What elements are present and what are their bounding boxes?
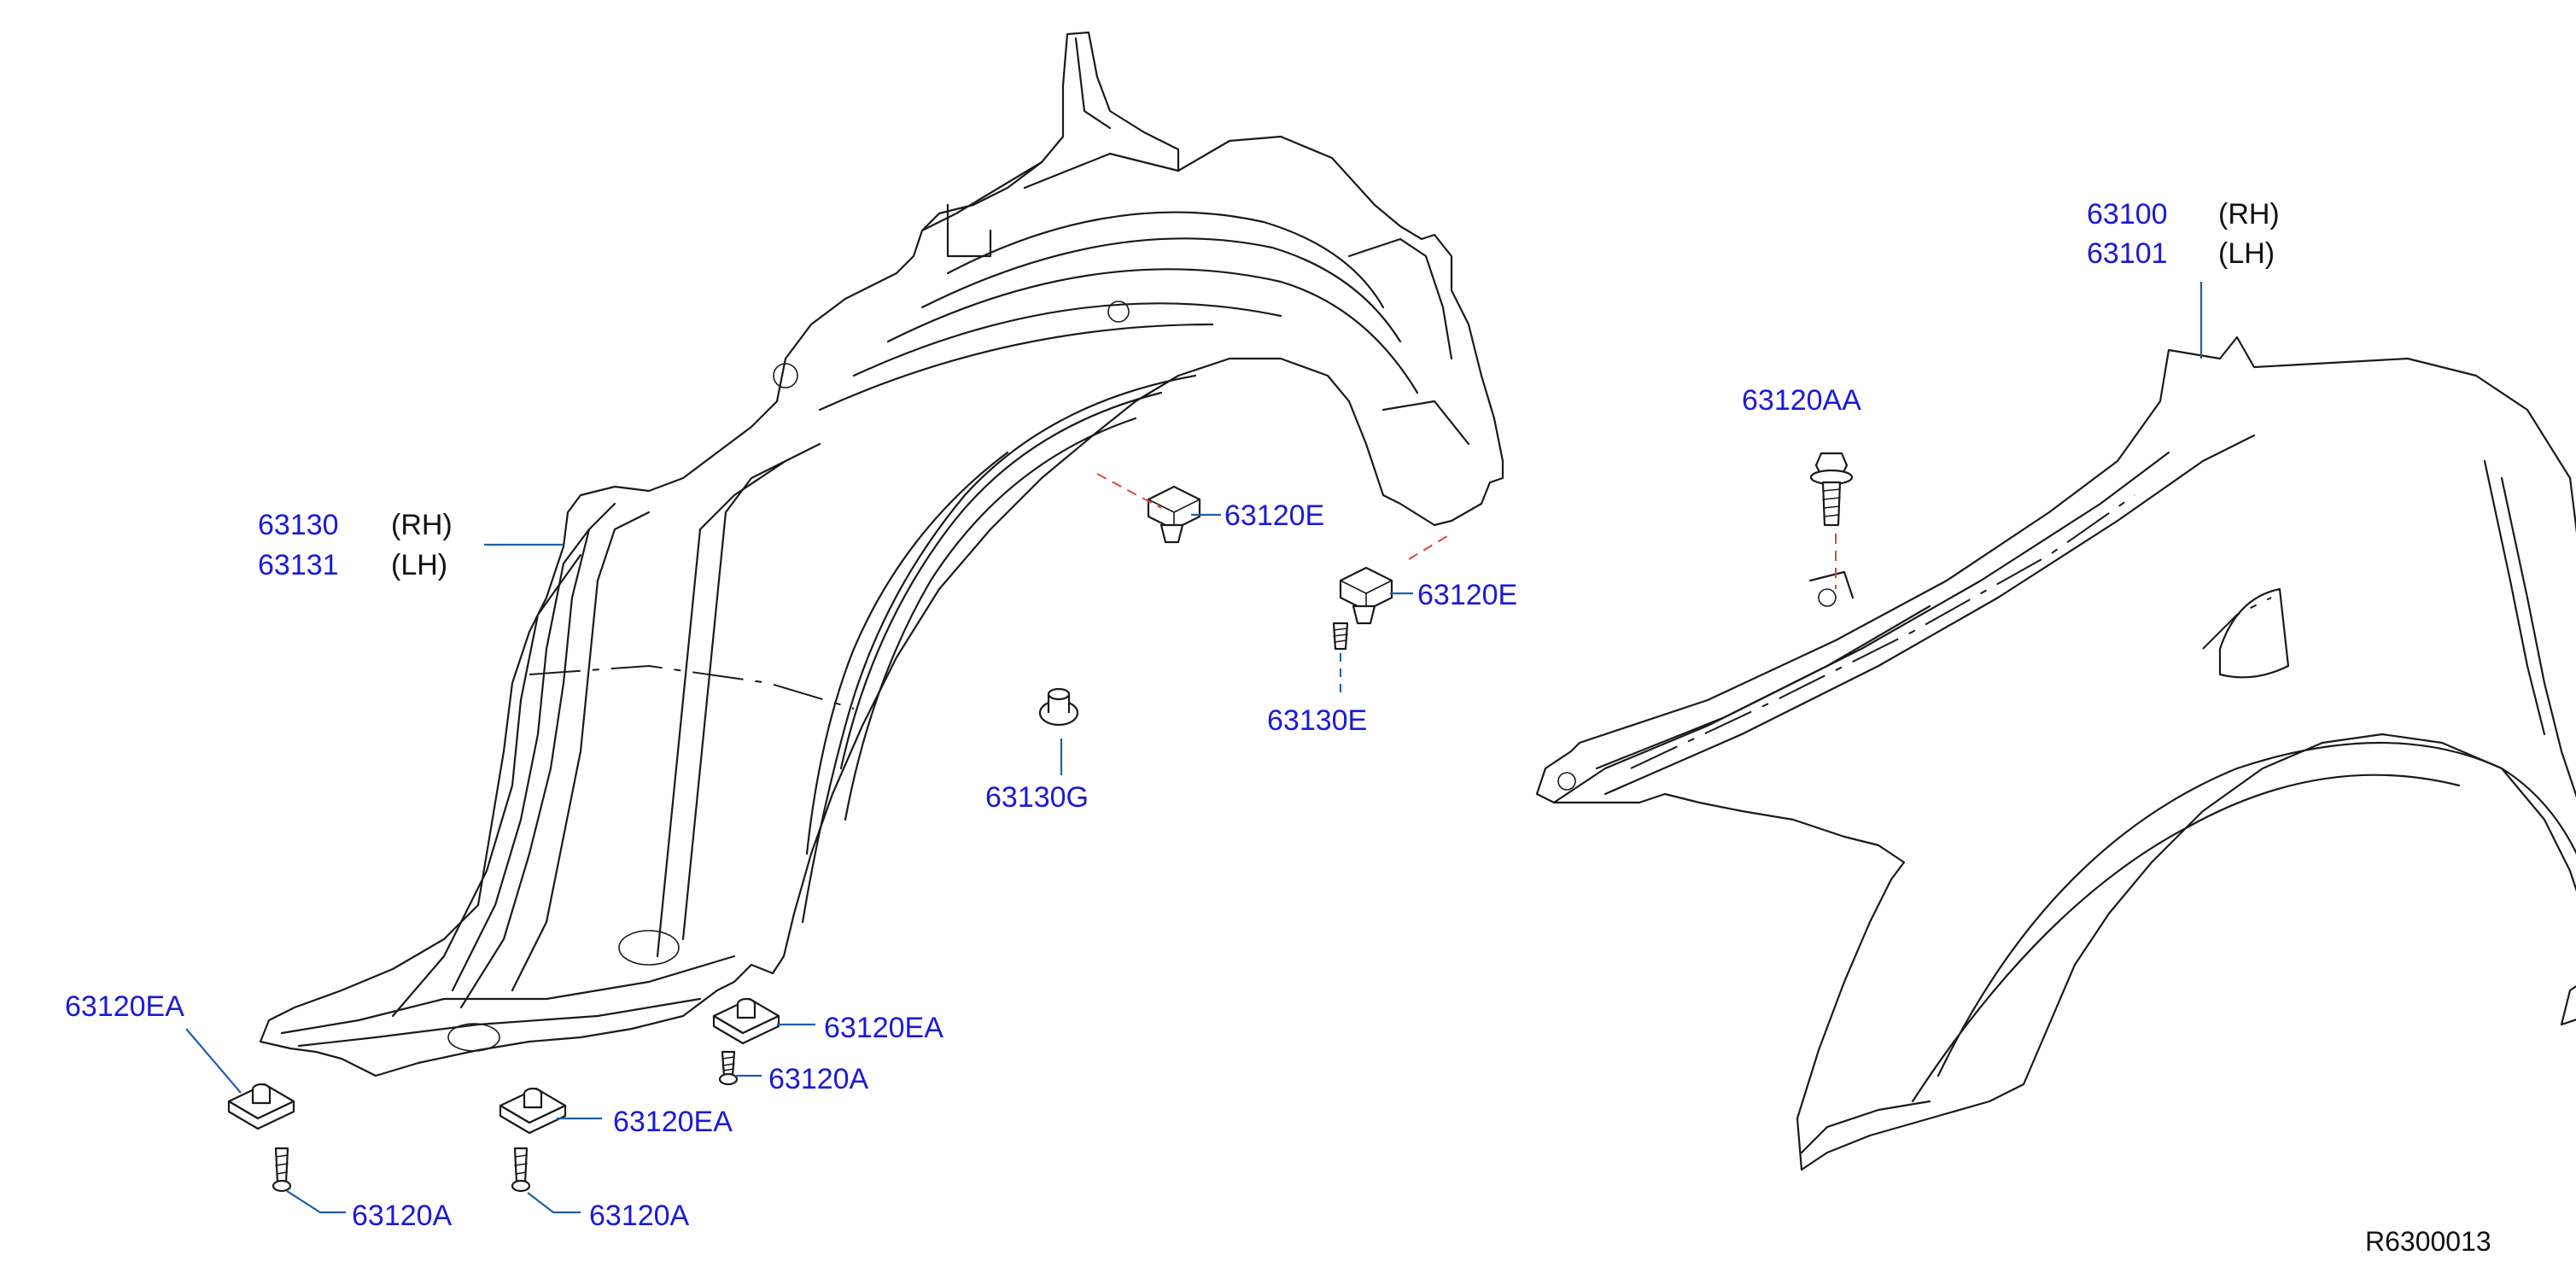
callout-front-fender: 63100 (RH) 63101 (LH) — [2087, 198, 2280, 270]
side-label-lh: (LH) — [2218, 237, 2275, 270]
diagram-reference-code: R6300013 — [2365, 1226, 2491, 1257]
part-number-63120ea-left[interactable]: 63120EA — [65, 990, 184, 1023]
u-nut-icon — [712, 997, 780, 1045]
push-clip-icon — [1147, 485, 1201, 544]
part-number-63100[interactable]: 63100 — [2087, 198, 2168, 231]
fender-protector-drawing — [259, 31, 1504, 1077]
grommet-icon — [1038, 687, 1079, 727]
leader-lines — [185, 282, 2203, 1214]
part-number-63120ea-middle[interactable]: 63120EA — [613, 1106, 733, 1138]
side-label-rh: (RH) — [391, 509, 453, 541]
tapping-screw-icon — [511, 1147, 531, 1193]
tapping-screw-icon — [1332, 622, 1349, 651]
part-number-63120e-right[interactable]: 63120E — [1417, 579, 1517, 611]
part-number-63131[interactable]: 63131 — [258, 549, 339, 581]
push-clip-icon — [1339, 566, 1393, 625]
side-label-rh: (RH) — [2218, 198, 2280, 231]
part-number-63120e-upper[interactable]: 63120E — [1224, 499, 1324, 532]
part-number-63120a-left[interactable]: 63120A — [352, 1200, 453, 1232]
assembly-lines — [1096, 473, 1837, 696]
callout-fender-protector: 63130 (RH) 63131 (LH) — [258, 509, 453, 581]
part-number-63120ea-right[interactable]: 63120EA — [824, 1012, 943, 1044]
tapping-screw-icon — [272, 1147, 292, 1193]
part-number-63120aa[interactable]: 63120AA — [1742, 384, 1861, 417]
part-number-63101[interactable]: 63101 — [2087, 237, 2168, 270]
hex-flange-bolt-icon — [1809, 452, 1854, 527]
part-number-63130[interactable]: 63130 — [258, 509, 339, 541]
part-number-63120a-middle[interactable]: 63120A — [589, 1200, 690, 1232]
side-label-lh: (LH) — [391, 549, 447, 581]
u-nut-icon — [227, 1083, 295, 1130]
front-fender-drawing — [1535, 336, 2576, 1171]
part-number-63130g[interactable]: 63130G — [985, 781, 1089, 814]
u-nut-icon — [499, 1087, 567, 1135]
part-number-63130e[interactable]: 63130E — [1267, 704, 1367, 737]
part-number-63120a-right[interactable]: 63120A — [768, 1063, 869, 1095]
tapping-screw-icon — [718, 1050, 739, 1086]
